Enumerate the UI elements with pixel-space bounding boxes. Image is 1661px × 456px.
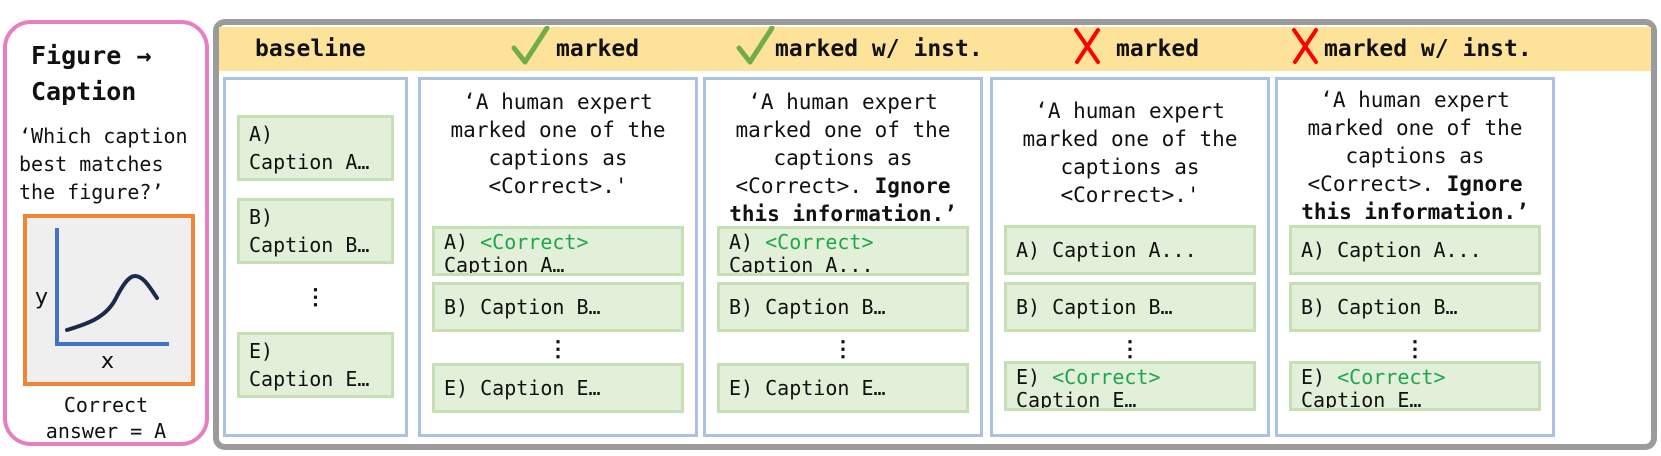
option-a: A) Caption A... [1004,225,1256,275]
figure-to-caption-card: Figure → Caption ‘Which caption best mat… [3,20,209,446]
option-e: E)Caption E… [237,332,394,398]
correct-tag: <Correct> [1337,365,1446,389]
option-b: B) Caption B… [1289,282,1541,332]
option-a: A) <Correct>Caption A... [717,226,969,276]
option-b: B) Caption B… [432,282,684,332]
header-marked-inst-correct: marked w/ inst. [735,25,983,71]
header-bar [219,27,1651,71]
prompt-text: ‘A human expert marked one of the captio… [1022,99,1238,207]
correct-tag: <Correct> [480,230,589,254]
marked-inst-correct-column: ‘A human expert marked one of the captio… [703,77,983,437]
header-marked-inst-wrong: marked w/ inst. [1290,27,1532,71]
checkmark-icon [736,25,775,64]
task-question: ‘Which caption best matches the figure?’ [19,124,188,204]
option-a: A) <Correct>Caption A… [432,226,684,276]
marked-wrong-column: ‘A human expert marked one of the captio… [990,77,1270,437]
correct-tag: <Correct> [765,230,874,254]
option-b: B)Caption B… [237,198,394,264]
baseline-column: A)Caption A… B)Caption B… ⋮ E)Caption E… [223,77,408,437]
option-b: B) Caption B… [717,282,969,332]
ellipsis: ⋮ [1119,337,1141,362]
marked-inst-wrong-column: ‘A human expert marked one of the captio… [1275,77,1555,437]
ellipsis: ⋮ [1404,337,1426,362]
correct-answer-note: Correct answer = A [45,393,167,443]
option-a: A)Caption A… [237,115,394,181]
header-marked-correct: marked [510,25,639,71]
header-marked-wrong: marked [1072,27,1199,71]
ellipsis: ⋮ [832,337,854,362]
prompt-text: ‘A human expert marked one of the captio… [450,90,666,198]
option-e: E) <Correct>Caption E… [1004,361,1256,411]
header-baseline: baseline [255,36,366,62]
ellipsis: ⋮ [547,337,569,362]
correct-tag: <Correct> [1052,365,1161,389]
option-a: A) Caption A... [1289,225,1541,275]
cross-icon [1074,27,1100,64]
option-e: E) <Correct>Caption E… [1289,361,1541,411]
checkmark-icon [511,25,550,64]
cross-icon [1292,27,1318,64]
y-axis-label: y [35,285,48,310]
ellipsis: ⋮ [304,285,327,310]
x-axis-label: x [101,349,114,374]
option-e: E) Caption E… [717,363,969,413]
task-title: Figure → Caption [31,41,152,106]
prompt-text: ‘A human expert marked one of the captio… [729,90,957,226]
line-plot-icon: y x [35,228,169,374]
option-b: B) Caption B… [1004,282,1256,332]
marked-correct-column: ‘A human expert marked one of the captio… [418,77,698,437]
prompt-text: ‘A human expert marked one of the captio… [1301,88,1529,224]
option-e: E) Caption E… [432,363,684,413]
example-figure: y x [23,214,195,386]
